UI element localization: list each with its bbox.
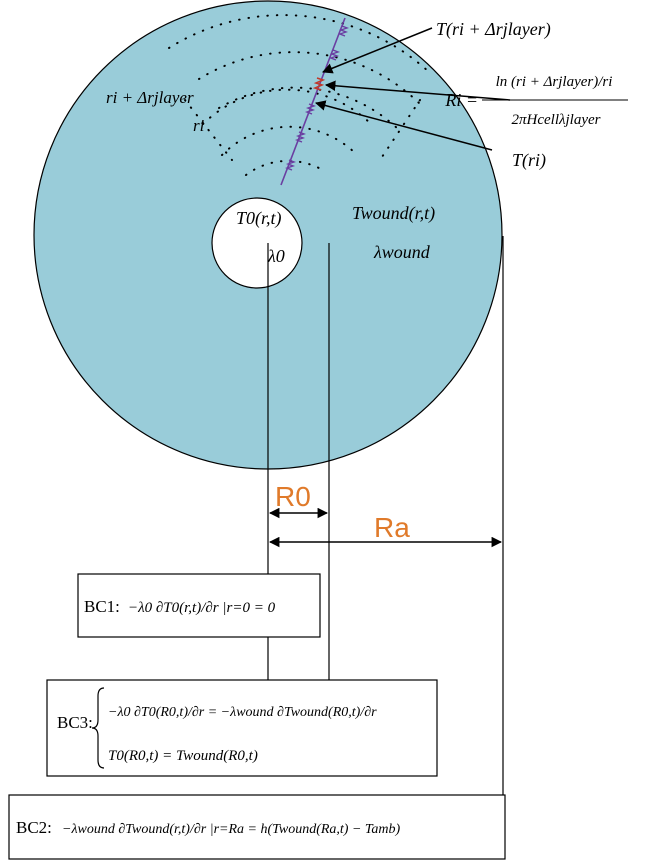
label-r-outer: ri + Δrjlayer [106,88,194,107]
label-radius-core: R0 [275,481,311,512]
label-resistance-num: ln (ri + Δrjlayer)/ri [496,74,613,90]
resistor-purple-3 [304,103,317,115]
label-radius-outer: Ra [374,512,410,543]
label-resistance-den: 2πHcellλjlayer [512,112,601,128]
label-wound-temp: Twound(r,t) [352,203,435,224]
core-region [211,197,303,289]
bc3-eq1: −λ0 ∂T0(R0,t)/∂r = −λwound ∂Twound(R0,t)… [108,705,377,720]
label-r-inner: ri [193,116,205,135]
bc1-box: BC1: −λ0 ∂T0(r,t)/∂r |r=0 = 0 [77,573,321,638]
label-core-cond: λ0 [267,246,285,266]
resistor-purple-4 [294,131,307,143]
label-resistance-lhs: Ri = [444,90,478,110]
bc1-label: BC1: [84,597,120,616]
bc3-label: BC3: [57,713,93,732]
resistor-red [312,77,326,91]
bc3-eq2: T0(R0,t) = Twound(R0,t) [108,748,258,764]
leader-resistance [324,80,511,101]
resistor-network [280,17,350,186]
bc3-box: BC3: −λ0 ∂T0(R0,t)/∂r = −λwound ∂Twound(… [46,679,438,777]
resistor-purple-2 [328,49,341,61]
bc2-equation: −λwound ∂Twound(r,t)/∂r |r=Ra = h(Twound… [62,822,401,837]
label-wound-cond: λwound [373,242,431,262]
layer-arcs [168,14,430,176]
label-t-outer: T(ri + Δrjlayer) [436,19,551,40]
bc1-equation: −λ0 ∂T0(r,t)/∂r |r=0 = 0 [128,600,276,616]
label-t-inner: T(ri) [512,150,546,171]
resistor-purple-1 [337,25,350,37]
leader-t-outer [322,27,433,74]
leader-t-inner [314,100,493,151]
bc2-box: BC2: −λwound ∂Twound(r,t)/∂r |r=Ra = h(T… [8,794,506,860]
bc2-label: BC2: [16,818,52,837]
bc3-brace [91,687,105,769]
resistor-purple-5 [284,159,297,171]
label-core-temp: T0(r,t) [236,208,282,229]
